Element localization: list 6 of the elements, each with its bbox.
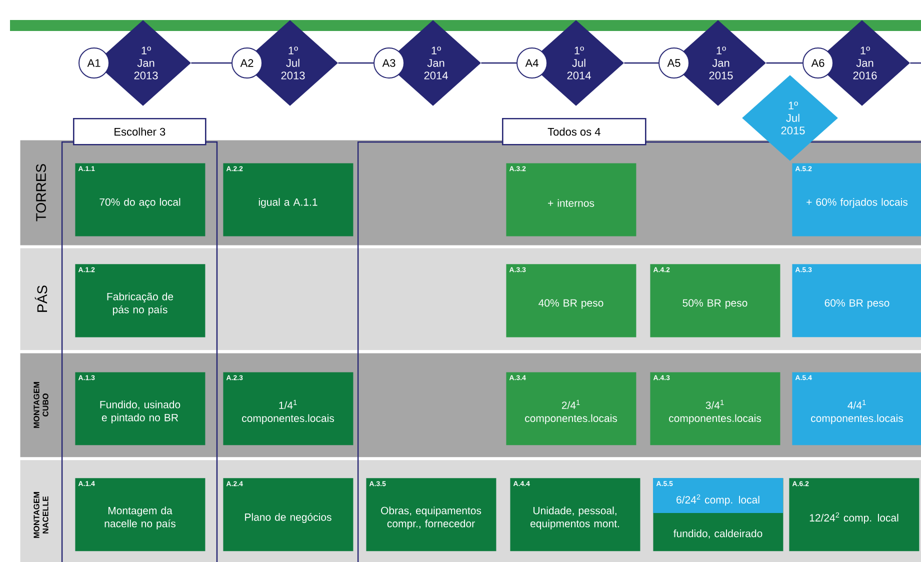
timeline-line — [481, 62, 516, 64]
timeline-line — [910, 62, 921, 64]
timeline-line — [624, 62, 658, 64]
timeline-line — [766, 62, 802, 64]
timeline-line — [191, 62, 232, 64]
timeline-line — [338, 62, 374, 64]
